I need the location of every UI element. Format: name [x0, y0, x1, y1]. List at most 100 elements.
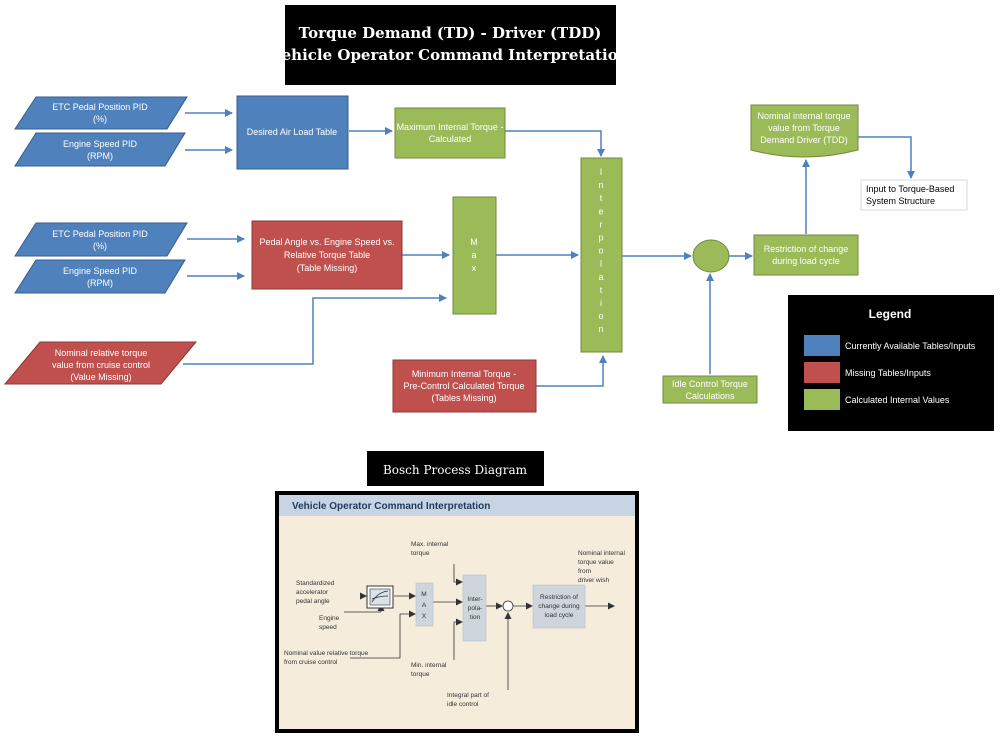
bosch-diagram: Vehicle Operator Command Interpretation …	[275, 491, 639, 733]
input-cruise-control: Nominal relative torque value from cruis…	[3, 341, 198, 385]
interpolation-letter: o	[598, 246, 603, 256]
block-system-input: Input to Torque-Based System Structure	[860, 179, 968, 211]
block-desired-air-load: Desired Air Load Table	[236, 95, 349, 170]
title-line-2: Vehicle Operator Command Interpretation	[270, 46, 628, 64]
bosch-summing-junction	[502, 600, 514, 612]
bosch-restriction-block	[532, 584, 586, 629]
svg-text:change during: change during	[538, 603, 580, 610]
svg-text:(RPM): (RPM)	[87, 278, 113, 288]
block-restriction: Restriction of change during load cycle	[753, 234, 859, 276]
svg-text:Inter-: Inter-	[467, 596, 482, 603]
arrow-cruise-to-max	[183, 294, 447, 365]
svg-text:value from Torque: value from Torque	[768, 123, 840, 133]
block-min-internal-torque: Minimum Internal Torque - Pre-Control Ca…	[392, 359, 537, 413]
svg-text:A: A	[422, 602, 427, 609]
svg-text:ETC Pedal Position PID: ETC Pedal Position PID	[52, 102, 148, 112]
svg-text:value from cruise control: value from cruise control	[52, 360, 150, 370]
block-nominal-output: Nominal internal torque value from Torqu…	[750, 104, 859, 158]
svg-text:Pedal Angle vs. Engine Speed v: Pedal Angle vs. Engine Speed vs.	[259, 237, 394, 247]
svg-text:Restriction of: Restriction of	[540, 594, 578, 601]
svg-text:Calculated: Calculated	[429, 134, 472, 144]
title-box: Torque Demand (TD) - Driver (TDD) Vehicl…	[270, 5, 629, 85]
svg-text:from: from	[578, 568, 591, 575]
svg-text:Bosch Process Diagram: Bosch Process Diagram	[383, 463, 528, 477]
legend-swatch-green	[804, 389, 840, 410]
svg-text:Engine Speed PID: Engine Speed PID	[63, 266, 138, 276]
svg-text:torque value: torque value	[578, 559, 614, 566]
legend-swatch-red	[804, 362, 840, 383]
svg-text:Pre-Control Calculated Torque: Pre-Control Calculated Torque	[404, 381, 525, 391]
svg-text:idle control: idle control	[447, 701, 479, 708]
svg-text:tion: tion	[470, 614, 481, 621]
bosch-interpolation-block	[462, 574, 487, 642]
bosch-max-block	[415, 582, 434, 627]
block-idle-control: Idle Control Torque Calculations	[662, 375, 758, 404]
interpolation-letter: o	[598, 311, 603, 321]
svg-text:(Tables Missing): (Tables Missing)	[431, 393, 496, 403]
svg-text:driver wish: driver wish	[578, 577, 609, 584]
interpolation-letter: e	[598, 206, 603, 216]
svg-text:Relative Torque Table: Relative Torque Table	[284, 250, 370, 260]
bosch-header-bar	[279, 495, 635, 516]
arrow-mintorque-to-interp	[536, 355, 607, 387]
svg-text:(%): (%)	[93, 114, 107, 124]
legend-swatch-blue	[804, 335, 840, 356]
interpolation-letter: a	[598, 272, 603, 282]
arrow-nominal-to-system	[858, 136, 915, 179]
interpolation-letter: I	[600, 167, 603, 177]
svg-text:a: a	[471, 250, 476, 260]
bosch-table-icon	[366, 585, 394, 609]
summing-junction	[692, 239, 730, 273]
interpolation-letter: r	[600, 219, 603, 229]
svg-text:from cruise control: from cruise control	[284, 659, 338, 666]
svg-text:Min. internal: Min. internal	[411, 662, 447, 669]
legend-title: Legend	[869, 307, 912, 321]
interpolation-letter: n	[598, 324, 603, 334]
svg-text:pola-: pola-	[468, 605, 482, 612]
svg-text:ETC Pedal Position PID: ETC Pedal Position PID	[52, 229, 148, 239]
svg-text:Integral part of: Integral part of	[447, 692, 489, 699]
input-engine-speed-1: Engine Speed PID (RPM)	[14, 132, 186, 167]
svg-text:during load cycle: during load cycle	[772, 256, 840, 266]
svg-text:Desired Air Load Table: Desired Air Load Table	[247, 127, 337, 137]
svg-text:Restriction of change: Restriction of change	[764, 244, 849, 254]
svg-text:M: M	[421, 591, 426, 598]
svg-text:Minimum Internal Torque -: Minimum Internal Torque -	[412, 369, 516, 379]
svg-text:Idle Control Torque: Idle Control Torque	[672, 379, 748, 389]
svg-text:Max. internal: Max. internal	[411, 541, 449, 548]
svg-text:x: x	[472, 263, 477, 273]
svg-text:Engine Speed PID: Engine Speed PID	[63, 139, 138, 149]
interpolation-letter: i	[600, 298, 602, 308]
svg-text:Nominal internal: Nominal internal	[578, 550, 626, 557]
interpolation-letter: p	[598, 233, 603, 243]
bosch-header: Vehicle Operator Command Interpretation	[292, 501, 490, 512]
svg-text:Nominal internal torque: Nominal internal torque	[757, 111, 850, 121]
svg-text:speed: speed	[319, 624, 337, 631]
input-etc-pedal-1: ETC Pedal Position PID (%)	[14, 96, 188, 130]
svg-text:Nominal value relative torque: Nominal value relative torque	[284, 650, 369, 657]
block-max: M a x	[452, 196, 497, 315]
svg-text:X: X	[422, 613, 427, 620]
svg-text:(RPM): (RPM)	[87, 151, 113, 161]
legend-item-missing: Missing Tables/Inputs	[845, 368, 931, 378]
bosch-connectors	[344, 564, 615, 690]
svg-text:(%): (%)	[93, 241, 107, 251]
interpolation-letter: t	[600, 285, 603, 295]
input-etc-pedal-2: ETC Pedal Position PID (%)	[14, 222, 188, 257]
svg-text:load cycle: load cycle	[545, 612, 574, 619]
interpolation-letter: l	[600, 259, 602, 269]
arrow-maxtorque-to-interp	[505, 130, 605, 157]
svg-text:Demand Driver (TDD): Demand Driver (TDD)	[760, 135, 848, 145]
bosch-caption: Bosch Process Diagram	[367, 451, 544, 486]
svg-text:torque: torque	[411, 550, 430, 557]
svg-text:Engine: Engine	[319, 615, 340, 622]
svg-text:System Structure: System Structure	[866, 196, 935, 206]
legend-item-available: Currently Available Tables/Inputs	[845, 341, 976, 351]
interpolation-letter: t	[600, 193, 603, 203]
svg-text:Standardized: Standardized	[296, 580, 335, 587]
svg-text:(Table Missing): (Table Missing)	[297, 263, 358, 273]
input-engine-speed-2: Engine Speed PID (RPM)	[14, 259, 186, 294]
legend: Legend Currently Available Tables/Inputs…	[788, 295, 994, 431]
